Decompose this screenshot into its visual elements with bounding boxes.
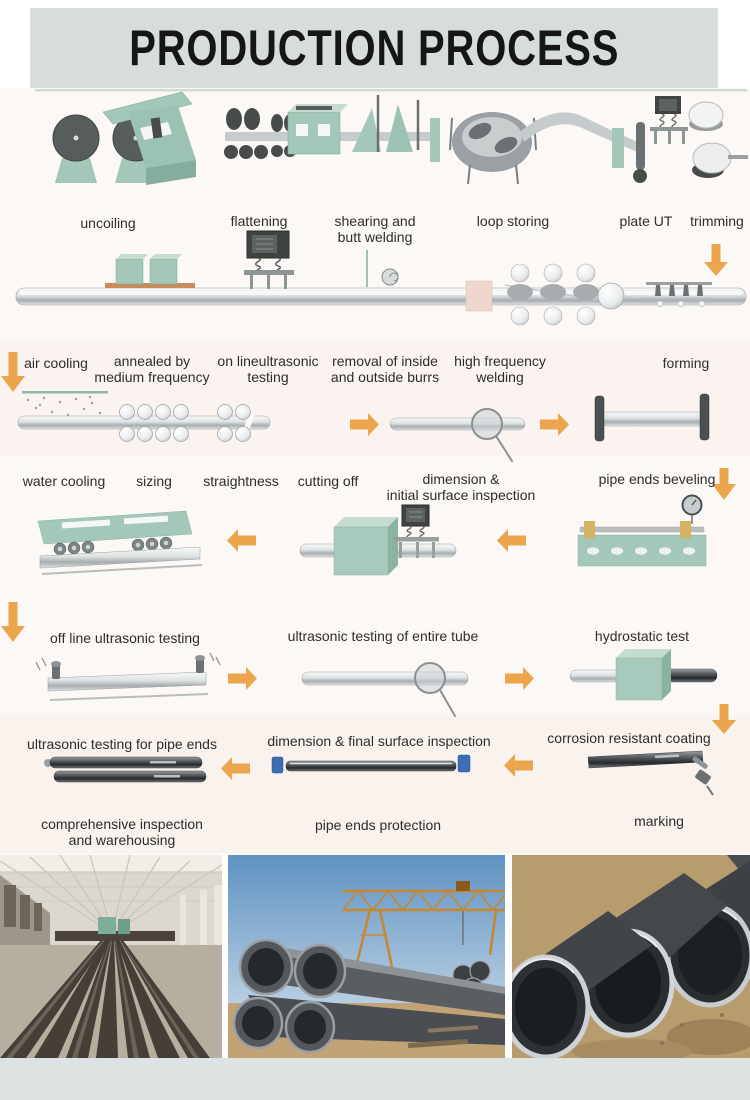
coating-pipe-sprayer [587,750,714,796]
offline-ut-bench [35,652,221,701]
left-arrow-row3-a [227,529,256,552]
page-title: PRODUCTION PROCESS [128,20,619,76]
step-offline-ut: off line ultrasonic testing [50,630,200,646]
step-air-cooling: air cooling [24,355,88,371]
flattening-machine [244,230,294,289]
footer-band [0,1058,750,1100]
down-arrow-to-offline-ut [1,602,25,642]
process-illustration [1,89,748,796]
step-pipe-ends-ut: ultrasonic testing for pipe ends [27,736,217,752]
step-pipe-ends-protection: pipe ends protection [314,817,442,833]
line2-art [1,352,710,462]
line4-art [1,602,736,734]
line1-art [15,230,747,326]
diagram-background [0,88,750,855]
air-cooling-sprayer [22,391,108,394]
step-plate-ut: plate UT [619,213,673,229]
large-pipes [512,861,750,1058]
annealing-rollers [119,404,189,442]
hydrostatic-tester [569,649,718,701]
photo-pipe-ends-closeup [512,855,750,1058]
loop-storing-rollers [504,263,625,326]
step-hf-welding: high frequency welding [454,353,546,385]
down-arrow-to-air-cooling [1,352,25,392]
step-comprehensive-inspection: comprehensive inspection and warehousing [41,816,203,848]
stacked-pipes [232,938,505,1054]
entire-tube-ut [301,662,469,717]
plate-ut-station [640,282,714,308]
step-pipe-ends-beveling: pipe ends beveling [598,471,716,487]
step-cutting-off: cutting off [297,473,359,489]
step-annealed: annealed by medium frequency [94,353,210,385]
overview-mill-art [52,91,748,185]
step-entire-tube-ut: ultrasonic testing of entire tube [287,628,479,644]
step-hydrostatic-test: hydrostatic test [594,628,690,644]
step-burr-removal: removal of inside and outside burrs [330,353,440,385]
gantry-crane [342,889,505,968]
water-cooling-sizing-stand [37,510,203,575]
line5-art [44,750,714,796]
banner-edge-line [35,89,747,92]
forming-stand [594,393,710,442]
step-flattening: flattening [230,213,288,229]
welder-sleeve [465,280,493,312]
down-arrow-after-beveling [712,468,736,500]
uncoiler-base [105,283,195,288]
right-arrow-row4-b [505,667,534,690]
left-arrow-row5-a [221,757,250,780]
step-online-ut: on lineultrasonic testing [217,353,319,385]
header-banner: PRODUCTION PROCESS [30,8,718,88]
line3-art [37,468,736,576]
right-arrow-row4-a [228,667,257,690]
pipe-ends-ut-pipes [44,756,207,783]
step-forming: forming [662,355,710,371]
step-loop-storing: loop storing [476,213,550,229]
photo-factory-interior [0,855,222,1058]
step-water-cooling: water cooling [22,473,106,489]
down-arrow-after-hydrostatic [712,704,736,734]
left-arrow-row5-b [504,754,533,777]
right-arrow-row2-b [540,413,569,436]
step-straightness: straightness [203,473,279,489]
capped-pipe [271,754,471,774]
step-shearing-butt-welding: shearing and butt welding [334,213,416,245]
step-dimension-final-inspection: dimension & final surface inspection [267,733,491,749]
right-arrow-row2-a [350,413,379,436]
photo-pipe-yard-gantry-crane [228,855,505,1058]
pipe-ends-beveling-machine [577,494,707,567]
step-corrosion-coating: corrosion resistant coating [547,730,711,746]
step-dimension-initial-inspection: dimension & initial surface inspection [386,471,536,503]
weld-inspection-magnifier [471,408,513,462]
step-trimming: trimming [690,213,744,229]
online-ut-rollers [217,404,251,442]
down-arrow-after-trimming [704,244,728,276]
step-uncoiling: uncoiling [80,215,136,231]
step-marking: marking [634,813,684,829]
dimension-inspection-device [393,504,439,558]
left-arrow-row3-b [497,529,526,552]
step-sizing: sizing [136,473,172,489]
